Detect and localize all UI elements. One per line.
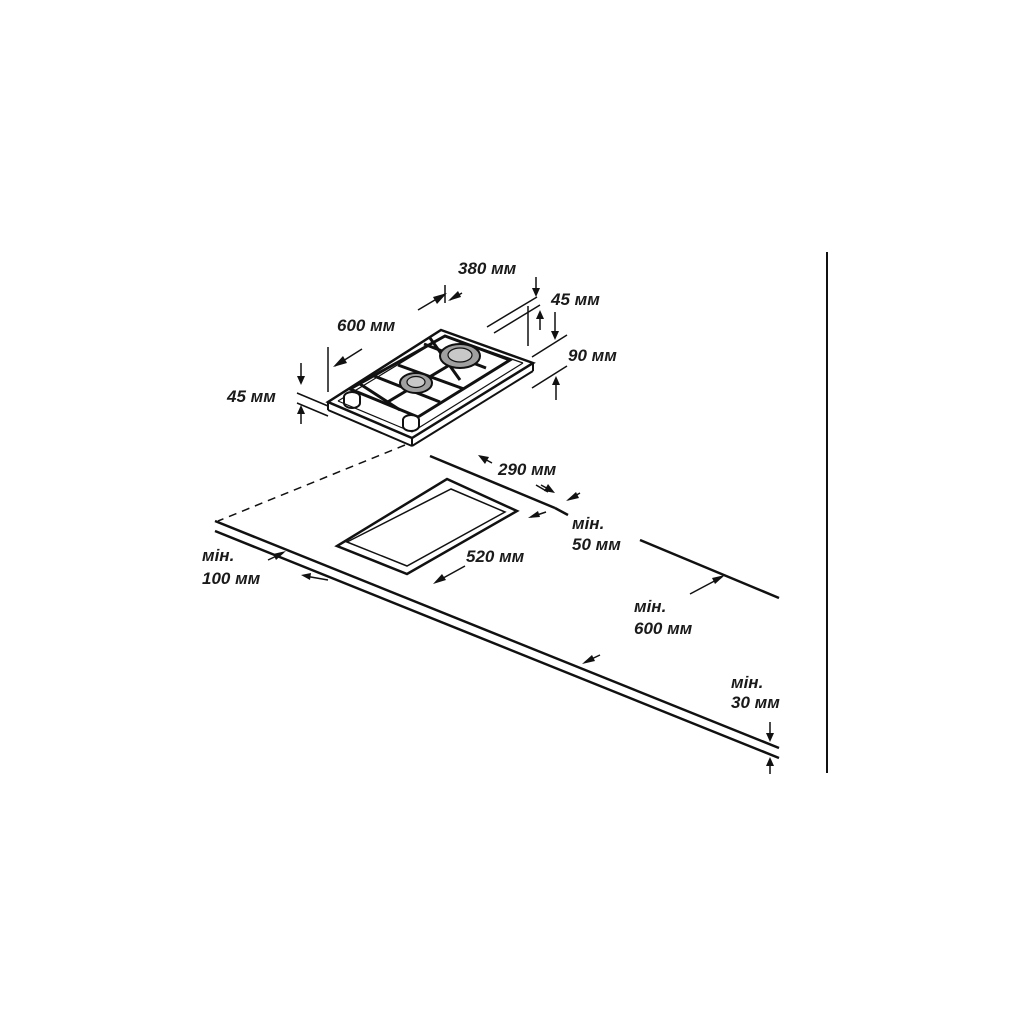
- dim-label-380: 380 мм: [458, 259, 517, 278]
- dim-label-min-100-value: 100 мм: [202, 569, 261, 588]
- dim-label-45-top: 45 мм: [551, 290, 600, 309]
- countertop: [214, 444, 780, 760]
- knob-right: [402, 414, 420, 432]
- dim-label-min-100-prefix: мін.: [202, 546, 235, 565]
- dim-label-min-600-value: 600 мм: [634, 619, 693, 638]
- dim-label-min-50-value: 50 мм: [572, 535, 621, 554]
- grate: [346, 334, 514, 419]
- dimension-lines: [267, 277, 774, 774]
- knob-left: [343, 391, 361, 409]
- dim-label-90: 90 мм: [568, 346, 617, 365]
- burner-large: [439, 343, 481, 369]
- cutout: [334, 477, 520, 576]
- dim-label-min-30-prefix: мін.: [731, 673, 764, 692]
- dim-label-min-30-value: 30 мм: [731, 693, 780, 712]
- dim-label-45-left: 45 мм: [227, 387, 276, 406]
- dim-label-290: 290 мм: [498, 460, 557, 479]
- dim-label-min-50-prefix: мін.: [572, 514, 605, 533]
- dim-label-520: 520 мм: [466, 547, 525, 566]
- dim-label-600: 600 мм: [337, 316, 396, 335]
- burner-small: [399, 372, 433, 394]
- dim-label-min-600-prefix: мін.: [634, 597, 667, 616]
